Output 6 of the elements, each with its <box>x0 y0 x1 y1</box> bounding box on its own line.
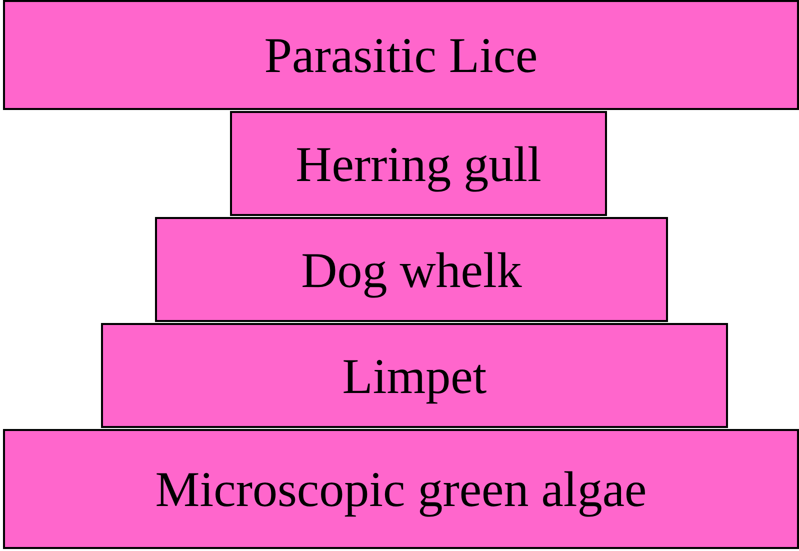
pyramid-level-box <box>155 217 668 322</box>
pyramid-level-box <box>101 323 728 428</box>
pyramid-level-box <box>3 429 799 549</box>
level-label: Parasitic Lice <box>264 30 538 80</box>
pyramid-level-box <box>3 0 799 110</box>
pyramid-level-box <box>230 111 607 216</box>
